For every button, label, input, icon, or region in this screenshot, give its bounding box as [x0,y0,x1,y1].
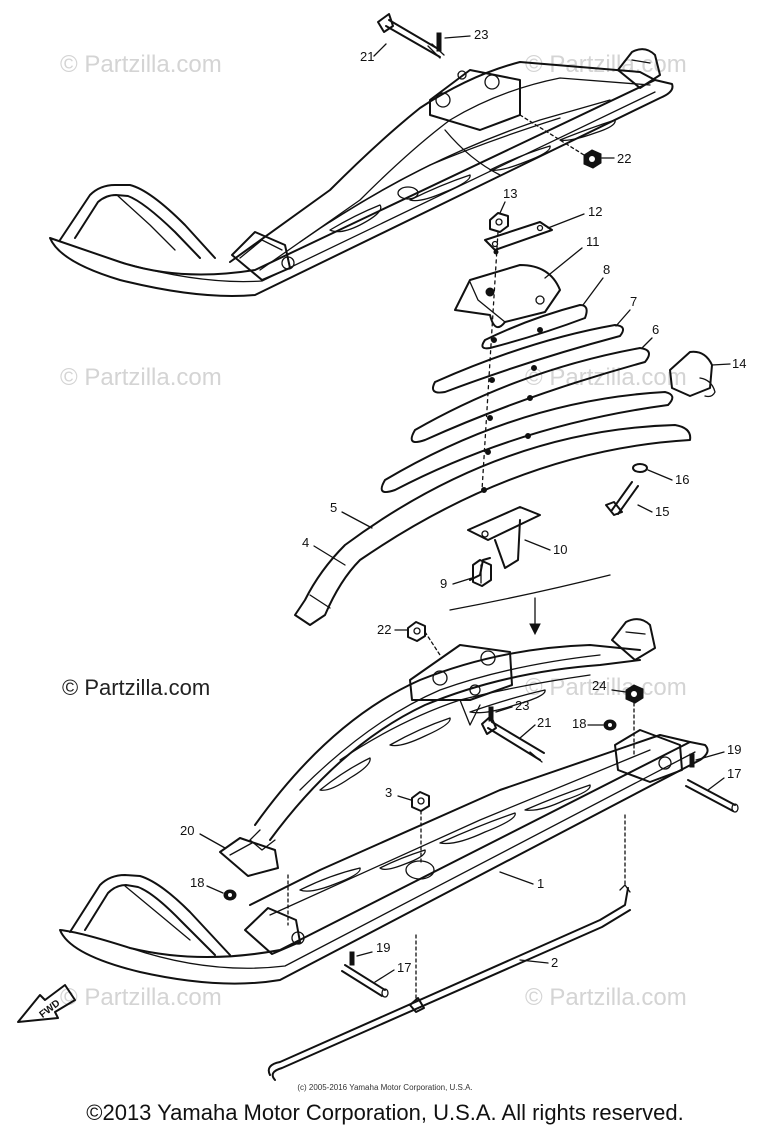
watermark-text: © Partzilla.com [525,364,687,391]
callout-23: 23 [474,27,488,42]
callout-5: 5 [330,500,337,515]
callout-13: 13 [503,186,517,201]
callout-4: 4 [302,535,309,550]
watermark-text: © Partzilla.com [525,674,687,701]
callout-7: 7 [630,294,637,309]
watermarks: © Partzilla.com © Partzilla.com © Partzi… [60,51,687,1011]
watermark-dark-text: © Partzilla.com [62,675,210,700]
callout-2: 2 [551,955,558,970]
callout-21: 21 [360,49,374,64]
bottom-ski-assembly: FWD [17,618,739,1081]
watermark-text: © Partzilla.com [60,984,222,1011]
watermark-text: © Partzilla.com [60,51,222,78]
callouts: 23 21 22 13 12 11 8 7 6 14 16 15 5 4 10 … [180,27,746,983]
callout-9: 9 [440,576,447,591]
leaf-spring-exploded [294,212,716,636]
callout-17: 17 [727,766,741,781]
small-copyright: (c) 2005-2016 Yamaha Motor Corporation, … [297,1083,472,1092]
callout-22-lower: 22 [377,622,391,637]
footer-copyright: ©2013 Yamaha Motor Corporation, U.S.A. A… [86,1100,683,1125]
watermark-text: © Partzilla.com [60,364,222,391]
callout-16: 16 [675,472,689,487]
callout-10: 10 [553,542,567,557]
callout-15: 15 [655,504,669,519]
callout-22: 22 [617,151,631,166]
callout-3: 3 [385,785,392,800]
callout-23-lower: 23 [515,698,529,713]
callout-8: 8 [603,262,610,277]
callout-14: 14 [732,356,746,371]
callout-12: 12 [588,204,602,219]
callout-1: 1 [537,876,544,891]
top-ski-assembly [49,13,674,297]
callout-18-lower: 18 [190,875,204,890]
callout-24: 24 [592,678,606,693]
callout-18: 18 [572,716,586,731]
callout-6: 6 [652,322,659,337]
callout-11: 11 [586,234,600,249]
callout-19: 19 [727,742,741,757]
callout-19-lower: 19 [376,940,390,955]
callout-17-lower: 17 [397,960,411,975]
watermark-text: © Partzilla.com [525,984,687,1011]
callout-20: 20 [180,823,194,838]
callout-21-lower: 21 [537,715,551,730]
